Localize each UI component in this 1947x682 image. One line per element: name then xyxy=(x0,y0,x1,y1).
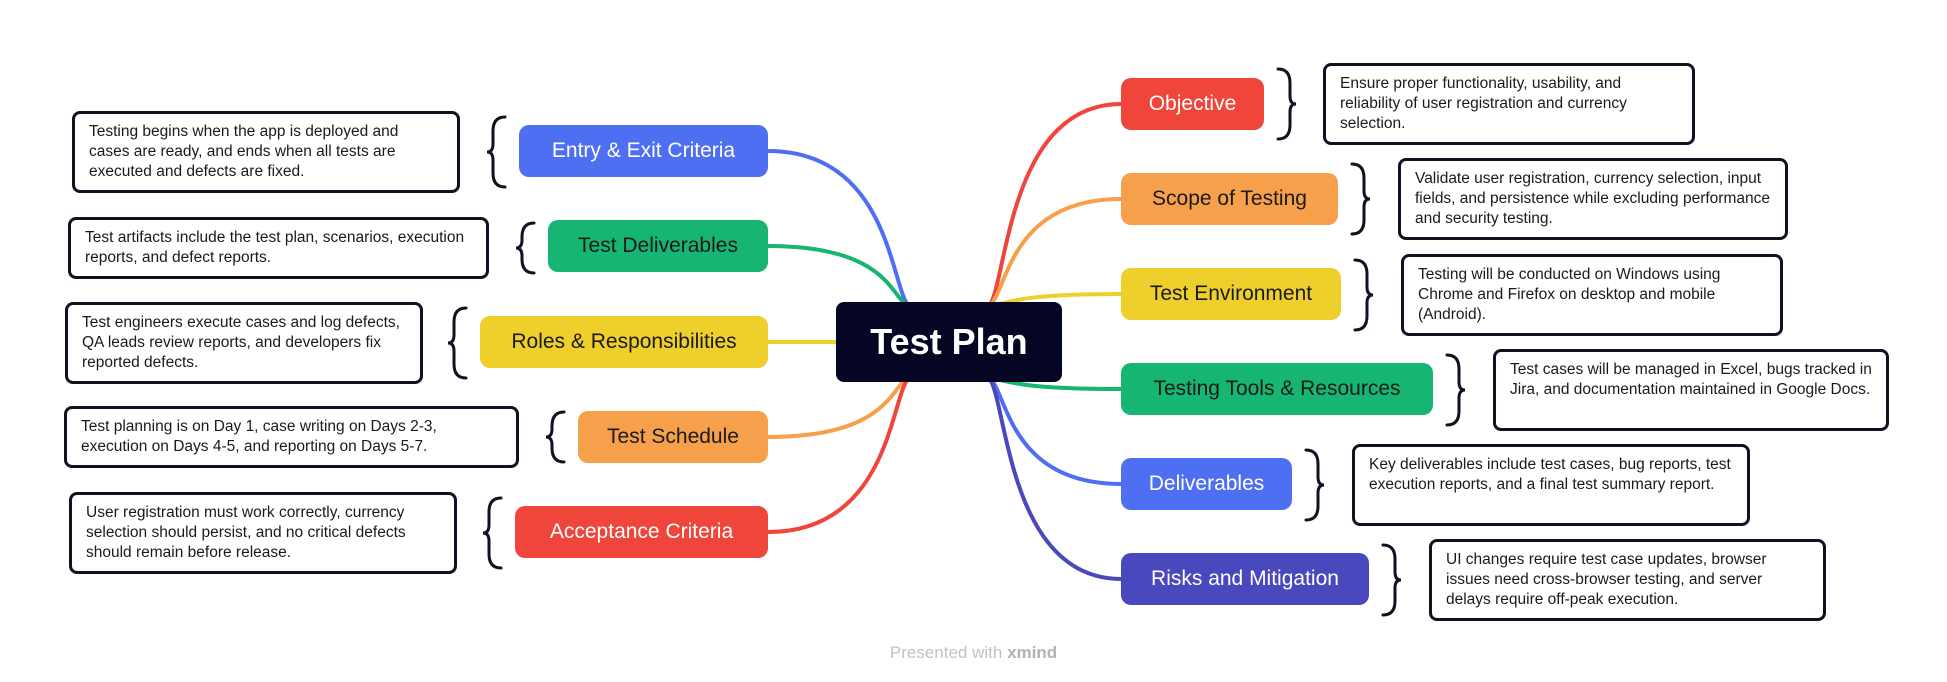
topic-entry-and-exit-criteria[interactable]: Entry & Exit Criteria xyxy=(519,125,768,177)
brace-test-schedule xyxy=(545,410,566,464)
note-objective[interactable]: Ensure proper functionality, usability, … xyxy=(1323,63,1695,145)
brace-testing-tools-and-resources xyxy=(1445,353,1466,427)
connector-test-schedule xyxy=(766,376,911,439)
brace-roles-and-responsibilities xyxy=(447,306,468,380)
note-test-environment[interactable]: Testing will be conducted on Windows usi… xyxy=(1401,254,1783,336)
brace-scope-of-testing xyxy=(1350,162,1371,236)
connector-objective xyxy=(987,102,1123,308)
brace-entry-and-exit-criteria xyxy=(486,115,507,189)
connector-acceptance-criteria xyxy=(766,376,911,534)
brace-deliverables xyxy=(1304,448,1325,522)
connector-deliverables xyxy=(987,376,1123,486)
note-testing-tools-and-resources[interactable]: Test cases will be managed in Excel, bug… xyxy=(1493,349,1889,431)
connector-risks-and-mitigation xyxy=(987,376,1123,581)
topic-objective[interactable]: Objective xyxy=(1121,78,1264,130)
topic-scope-of-testing[interactable]: Scope of Testing xyxy=(1121,173,1338,225)
footer-prefix: Presented with xyxy=(889,643,1003,662)
brace-test-deliverables xyxy=(515,221,536,275)
topic-roles-and-responsibilities[interactable]: Roles & Responsibilities xyxy=(480,316,768,368)
connector-scope-of-testing xyxy=(987,197,1123,308)
topic-risks-and-mitigation[interactable]: Risks and Mitigation xyxy=(1121,553,1369,605)
topic-test-environment[interactable]: Test Environment xyxy=(1121,268,1341,320)
connector-entry-and-exit-criteria xyxy=(766,149,911,308)
brace-test-environment xyxy=(1353,258,1374,332)
footer-credit: Presented with xmind xyxy=(0,643,1947,663)
note-roles-and-responsibilities[interactable]: Test engineers execute cases and log def… xyxy=(65,302,423,384)
note-acceptance-criteria[interactable]: User registration must work correctly, c… xyxy=(69,492,457,574)
topic-acceptance-criteria[interactable]: Acceptance Criteria xyxy=(515,506,768,558)
brace-risks-and-mitigation xyxy=(1381,543,1402,617)
brace-acceptance-criteria xyxy=(482,496,503,570)
topic-deliverables[interactable]: Deliverables xyxy=(1121,458,1292,510)
brace-objective xyxy=(1276,67,1297,141)
footer-brand: xmind xyxy=(1007,643,1058,662)
note-test-schedule[interactable]: Test planning is on Day 1, case writing … xyxy=(64,406,519,468)
central-topic[interactable]: Test Plan xyxy=(836,302,1062,382)
note-test-deliverables[interactable]: Test artifacts include the test plan, sc… xyxy=(68,217,489,279)
note-deliverables[interactable]: Key deliverables include test cases, bug… xyxy=(1352,444,1750,526)
topic-testing-tools-and-resources[interactable]: Testing Tools & Resources xyxy=(1121,363,1433,415)
note-entry-and-exit-criteria[interactable]: Testing begins when the app is deployed … xyxy=(72,111,460,193)
topic-test-deliverables[interactable]: Test Deliverables xyxy=(548,220,768,272)
note-scope-of-testing[interactable]: Validate user registration, currency sel… xyxy=(1398,158,1788,240)
connector-test-deliverables xyxy=(766,244,911,308)
topic-test-schedule[interactable]: Test Schedule xyxy=(578,411,768,463)
note-risks-and-mitigation[interactable]: UI changes require test case updates, br… xyxy=(1429,539,1826,621)
